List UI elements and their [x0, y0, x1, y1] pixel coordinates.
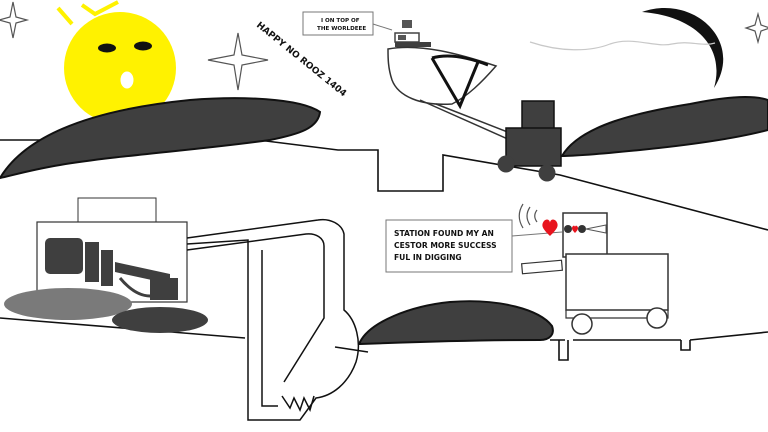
- sun: [56, 0, 176, 124]
- excavator-engine: [45, 238, 83, 274]
- station-panel: [520, 259, 564, 275]
- signal-wave-icon: [526, 206, 531, 226]
- station-monitor: [562, 212, 608, 258]
- airship-cabin-top: [402, 20, 412, 28]
- excavator-arm-inner: [186, 233, 325, 383]
- sun-ray: [56, 6, 74, 26]
- speech-station-line3: FUL IN DIGGING: [394, 253, 462, 262]
- hill-lower: [359, 300, 554, 346]
- speech-bubble-top: I ON TOP OF THE WORLDEEE: [302, 11, 393, 36]
- speech-station-line1: STATION FOUND MY AN: [394, 229, 494, 238]
- cart-wheel: [538, 164, 556, 182]
- airship: [387, 20, 498, 110]
- moon: [642, 8, 724, 88]
- airship-hull-hook: [430, 57, 480, 110]
- speech-bubble-station: STATION FOUND MY AN CESTOR MORE SUCCESS …: [385, 219, 563, 273]
- sun-eye-right: [134, 41, 152, 51]
- station-body: [565, 253, 669, 311]
- excavator-motor: [150, 278, 178, 300]
- signal-wave-icon: [534, 209, 538, 223]
- excavator: [4, 197, 360, 421]
- wind-line: [529, 40, 716, 51]
- star-icon: [207, 32, 269, 91]
- signal-wave-icon: [518, 203, 524, 229]
- speech-top-line1: I ON TOP OF: [321, 18, 360, 24]
- excavator-track: [112, 307, 208, 333]
- hill-right: [560, 96, 768, 158]
- ground-surface-line: [0, 139, 768, 231]
- station-wheel: [646, 307, 668, 329]
- hill-left: [0, 97, 322, 180]
- cart-crate-top: [521, 100, 555, 130]
- ground-step: [680, 340, 691, 351]
- sun-eye-left: [98, 43, 116, 53]
- excavator-cable: [118, 277, 151, 298]
- station-beam: [585, 224, 607, 234]
- ground-step: [558, 340, 569, 361]
- heart-icon: [542, 219, 558, 236]
- station-lens: [578, 225, 586, 233]
- speech-top-line2: THE WORLDEEE: [317, 26, 366, 32]
- sun-face: [64, 12, 176, 124]
- ground-cart: [497, 100, 562, 182]
- sun-mouth: [120, 71, 134, 89]
- airship-hull-top: [431, 54, 489, 67]
- heart-icon: [571, 225, 579, 233]
- station: [518, 203, 669, 335]
- station-lens: [564, 225, 572, 233]
- airship-cabin-fill: [398, 35, 406, 40]
- star-icon: [744, 11, 768, 45]
- airship-deck: [395, 42, 431, 47]
- star-icon: [0, 1, 30, 39]
- station-chassis: [565, 310, 669, 319]
- station-wheel: [571, 313, 593, 335]
- excavator-engine-panel: [85, 242, 99, 282]
- excavator-engine-panel: [101, 250, 113, 286]
- sun-ray: [80, 0, 119, 17]
- excavator-bucket-teeth: [281, 395, 315, 413]
- excavator-arm-inner: [261, 250, 278, 407]
- speech-station-line2: CESTOR MORE SUCCESS: [394, 241, 497, 250]
- cart-wheel: [497, 155, 515, 173]
- excavator-arm: [186, 218, 360, 421]
- excavator-track-shadow: [4, 288, 132, 320]
- cart-body: [505, 127, 562, 167]
